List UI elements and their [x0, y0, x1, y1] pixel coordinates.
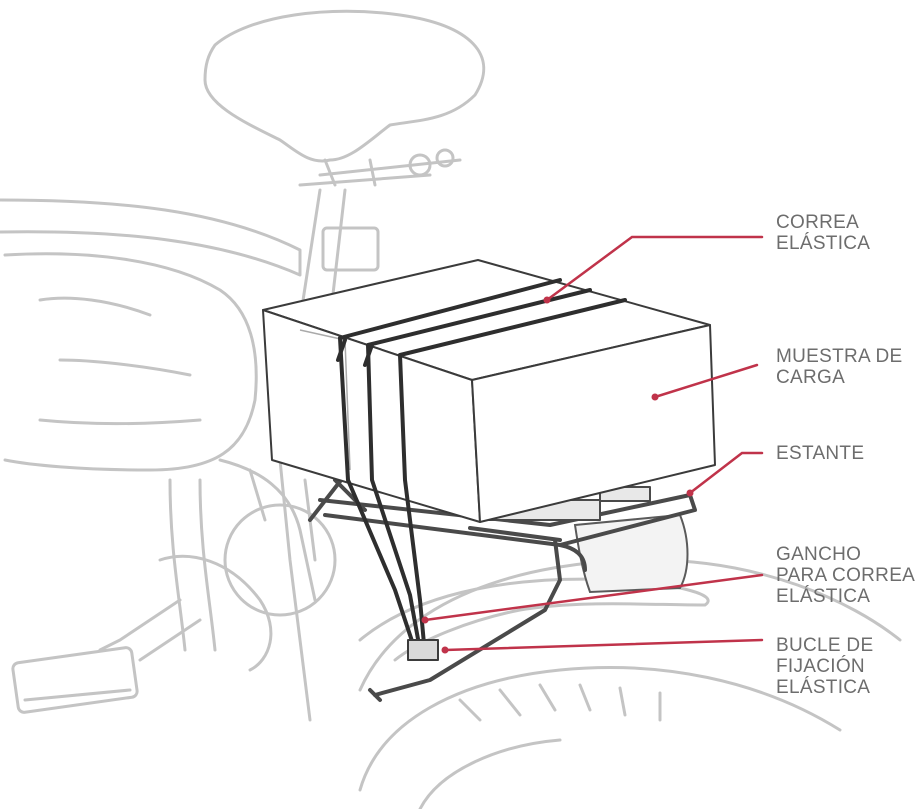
label-bucle-de-fijacion: BUCLE DE FIJACIÓN ELÁSTICA: [776, 635, 873, 698]
label-line: ELÁSTICA: [776, 233, 871, 254]
leader-muestra-de-carga: [653, 363, 759, 399]
leader-dots: [421, 296, 694, 654]
label-gancho: GANCHO PARA CORREA ELÁSTICA: [776, 544, 915, 607]
leader-gancho: [423, 573, 764, 622]
label-line: ELÁSTICA: [776, 677, 871, 698]
dot-estante: [686, 489, 694, 497]
label-correa-elastica: CORREA ELÁSTICA: [776, 212, 870, 254]
label-line: MUESTRA DE: [776, 346, 903, 367]
leader-lines: [423, 235, 764, 652]
elastic-straps: [336, 278, 627, 661]
label-line: PARA CORREA: [776, 565, 916, 586]
label-estante: ESTANTE: [776, 443, 864, 464]
leader-estante: [688, 451, 764, 495]
dot-correa: [543, 296, 551, 304]
label-line: CORREA: [776, 212, 860, 233]
leader-correa-elastica: [545, 235, 764, 302]
label-line: ESTANTE: [776, 443, 865, 464]
leader-bucle: [443, 638, 764, 652]
label-line: FIJACIÓN: [776, 656, 865, 677]
label-line: ELÁSTICA: [776, 586, 871, 607]
dot-bucle: [441, 646, 449, 654]
load-box: [262, 259, 716, 523]
dot-muestra: [651, 393, 659, 401]
label-line: BUCLE DE: [776, 635, 874, 656]
dot-gancho: [421, 616, 429, 624]
label-line: CARGA: [776, 367, 846, 388]
label-muestra-de-carga: MUESTRA DE CARGA: [776, 346, 903, 388]
label-line: GANCHO: [776, 544, 862, 565]
